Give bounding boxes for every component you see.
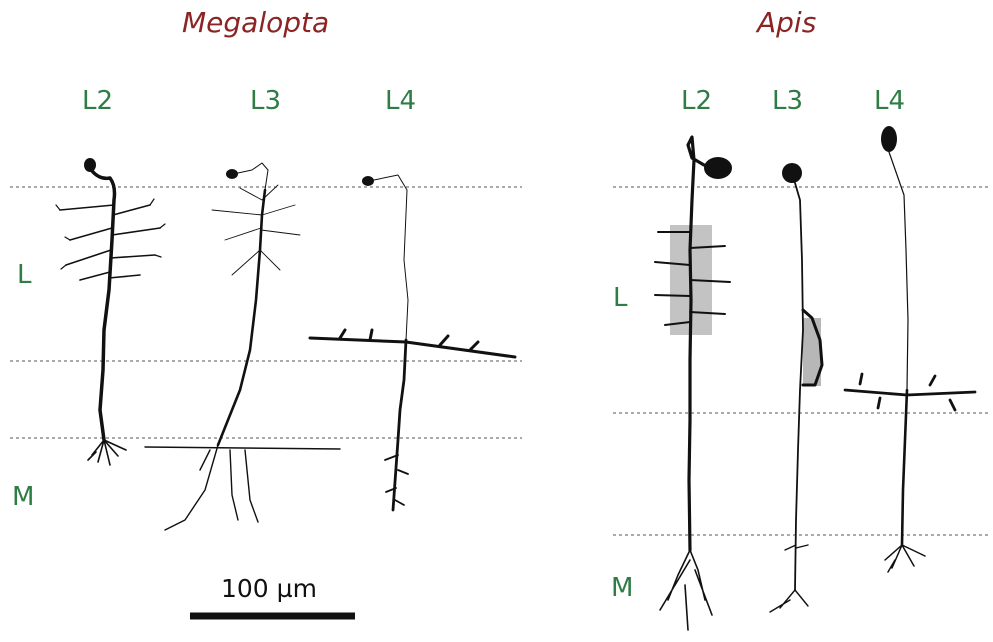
neuron-apis-l3 [770, 163, 822, 612]
neuron-megalopta-l4 [310, 175, 515, 510]
layer-boundaries [10, 187, 990, 535]
neuron-apis-l2 [655, 137, 732, 630]
neuron-apis-l4 [845, 126, 975, 572]
neuron-megalopta-l3 [145, 163, 340, 530]
neuron-megalopta-l2 [56, 158, 165, 465]
